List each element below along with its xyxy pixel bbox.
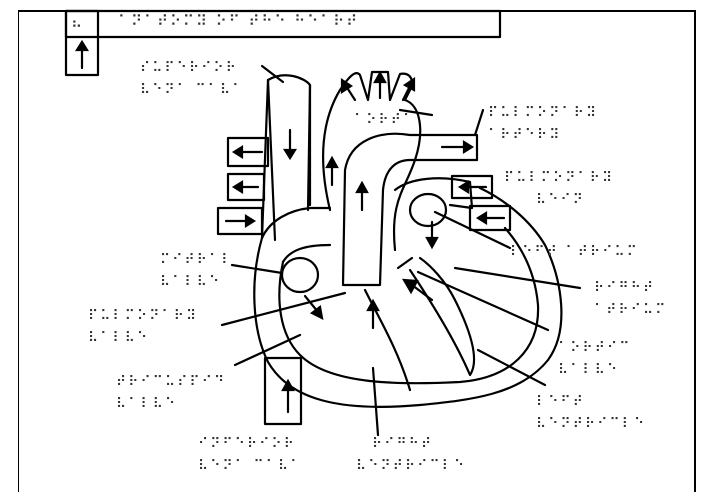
label-pulmonary-artery-1: ⠏⠥⠇⠍⠕⠝⠁⠗⠽ — [488, 103, 598, 123]
label-mitral-valve-1: ⠍⠊⠞⠗⠁⠇ — [160, 250, 234, 270]
label-pulmonary-vein-1: ⠏⠥⠇⠍⠕⠝⠁⠗⠽ — [504, 168, 614, 188]
leader-right-ventricle — [373, 368, 378, 435]
aortic-valve-shape — [398, 258, 412, 268]
label-right-ventricle-2: ⠧⠑⠝⠞⠗⠊⠉⠇⠑ — [356, 456, 466, 476]
tricuspid-arrow-icon — [312, 307, 322, 318]
lv-arrow-icon — [404, 280, 417, 292]
aorta-arrow-up-icon — [375, 73, 385, 82]
label-left-atrium: ⠇⠑⠋⠞ ⠁⠞⠗⠊⠥⠍ — [510, 242, 639, 262]
label-left-ventricle-1: ⠇⠑⠋⠞ — [536, 392, 585, 412]
pulm-vein-arrow-left-2-icon — [234, 182, 242, 192]
diagram-title: ⠁⠝⠁⠞⠕⠍⠽ ⠕⠋ ⠞⠓⠑ ⠓⠑⠁⠗⠞ — [118, 12, 359, 30]
label-pulmonary-valve-1: ⠏⠥⠇⠍⠕⠝⠁⠗⠽ — [88, 306, 198, 326]
pulm-vein-arrow-in-1-icon — [460, 182, 468, 192]
key-symbol: ⠦ — [71, 13, 84, 33]
label-pulmonary-vein-2: ⠧⠑⠊⠝ — [536, 190, 585, 210]
leader-pulm-valve — [222, 293, 345, 325]
left-atrium-wall — [395, 178, 472, 208]
leader-left-ventricle — [478, 350, 545, 385]
label-tricuspid-valve-1: ⠞⠗⠊⠉⠥⠎⠏⠊⠙ — [116, 372, 226, 392]
aorta-arrow-right-icon — [405, 79, 414, 90]
label-aorta: ⠁⠕⠗⠞⠁ — [354, 110, 415, 130]
label-right-ventricle-1: ⠗⠊⠛⠓⠞ — [372, 434, 433, 454]
label-superior-vena-cava-2: ⠧⠑⠝⠁ ⠉⠁⠧⠁ — [140, 80, 244, 100]
svc-down-arrow-icon — [285, 150, 295, 158]
leader-svc — [262, 66, 283, 82]
label-inferior-vena-cava-1: ⠊⠝⠋⠑⠗⠊⠕⠗ — [198, 434, 296, 454]
label-right-atrium-2: ⠁⠞⠗⠊⠥⠍ — [594, 300, 668, 320]
label-aortic-valve-2: ⠧⠁⠇⠧⠑ — [558, 360, 619, 380]
pulm-artery-arrow-icon — [464, 142, 472, 152]
pulm-vein-arrow-right-3-icon — [246, 216, 254, 226]
label-superior-vena-cava-1: ⠎⠥⠏⠑⠗⠊⠕⠗ — [140, 58, 238, 78]
right-atrium-curve — [262, 208, 330, 238]
pulm-vein-arrow-in-2-icon — [478, 213, 486, 223]
mitral-down-arrow-icon — [427, 238, 437, 247]
rv-up-arrow-icon — [368, 301, 378, 310]
key-up-arrow-head — [77, 42, 87, 50]
label-pulmonary-artery-2: ⠁⠗⠞⠑⠗⠽ — [488, 125, 562, 145]
label-aortic-valve-1: ⠁⠕⠗⠞⠊⠉ — [558, 338, 632, 358]
aorta-up-arrow-icon — [327, 158, 337, 167]
mitral-valve-shape — [410, 194, 446, 226]
label-mitral-valve-2: ⠧⠁⠇⠧⠑ — [160, 272, 221, 292]
trunk-up-arrow-icon — [357, 183, 367, 192]
label-tricuspid-valve-2: ⠧⠁⠇⠧⠑ — [116, 394, 177, 414]
label-left-ventricle-2: ⠧⠑⠝⠞⠗⠊⠉⠇⠑ — [536, 414, 646, 434]
tricuspid-valve-shape — [282, 258, 318, 292]
ventricle-divider — [410, 258, 474, 375]
label-pulmonary-valve-2: ⠧⠁⠇⠧⠑ — [88, 328, 149, 348]
label-right-atrium-1: ⠗⠊⠛⠓⠞ — [594, 278, 655, 298]
leader-left-atrium — [455, 268, 580, 288]
label-inferior-vena-cava-2: ⠧⠑⠝⠁ ⠉⠁⠧⠁ — [198, 456, 302, 476]
leader-pulm-artery — [475, 110, 483, 135]
pulm-vein-arrow-left-1-icon — [234, 147, 242, 157]
